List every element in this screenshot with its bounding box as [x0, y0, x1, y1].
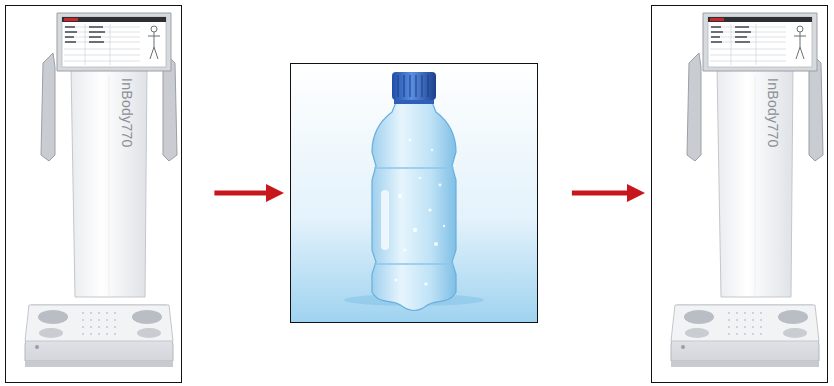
picture-panel [290, 63, 538, 323]
device-brand: InBody770 [120, 78, 134, 148]
picture-panel: InBody770 [651, 5, 828, 383]
device-brand: InBody770 [766, 78, 780, 148]
picture-panel: InBody770 [5, 5, 182, 383]
body-analyzer [25, 13, 177, 367]
water-bottle [291, 64, 537, 322]
body-analyzer [671, 13, 823, 367]
flow-arrow [572, 184, 645, 202]
flow-arrow [214, 184, 284, 202]
